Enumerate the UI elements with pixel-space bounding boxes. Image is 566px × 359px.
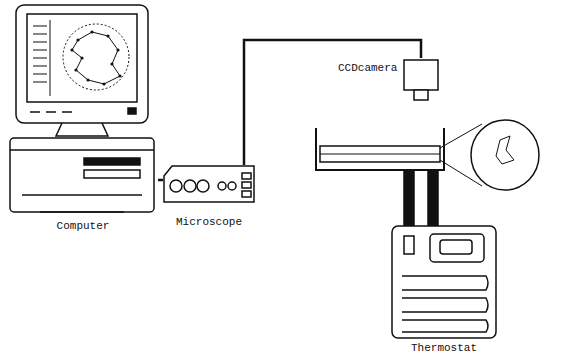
ccd-camera-device: CCDcamera: [336, 58, 442, 106]
device-label: Thermostat: [411, 342, 477, 355]
cable: [158, 179, 163, 182]
computer-device: Computer: [8, 5, 158, 235]
microscope-device: Microscope: [163, 165, 255, 231]
device-label: CCDcamera: [338, 62, 397, 75]
thermostat-device: Thermostat: [388, 225, 500, 357]
cable: [244, 40, 421, 165]
device-label: Computer: [57, 220, 110, 233]
device-label: Microscope: [176, 216, 242, 229]
